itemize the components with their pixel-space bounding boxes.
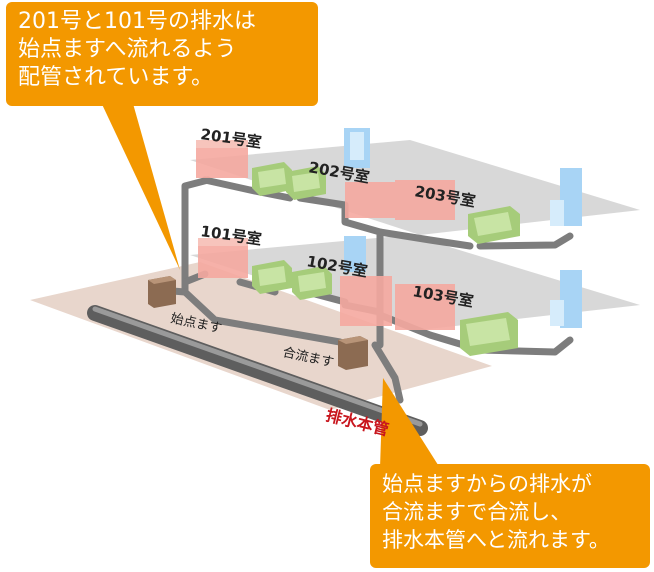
callout-top: 201号と101号の排水は 始点ますへ流れるよう 配管されています。 (6, 2, 318, 106)
toilet-tank-102 (344, 236, 366, 272)
sink-201 (252, 162, 292, 196)
callout-top-line-1: 201号と101号の排水は (18, 9, 256, 34)
floor-slab-lower (190, 235, 640, 330)
callout-bottom: 始点ますからの排水が 合流ますで合流し、 排水本管へと流れます。 (370, 464, 650, 568)
callout-top-line-2: 始点ますへ流れるよう (18, 37, 237, 62)
callout-top-line-3: 配管されています。 (18, 65, 214, 90)
merge-masu-box (338, 336, 368, 370)
bath-101 (198, 238, 248, 278)
toilet-tank-103 (550, 270, 582, 328)
bath-102 (340, 276, 392, 326)
sink-203 (468, 206, 520, 244)
bath-103 (395, 284, 455, 330)
bath-202 (345, 182, 395, 218)
callout-top-pointer (100, 100, 180, 270)
toilet-tank-202 (344, 128, 370, 168)
toilet-tank-203 (550, 168, 582, 226)
ground-plane (30, 262, 492, 410)
main-sewer-pipe (87, 305, 428, 436)
sink-103 (460, 312, 518, 356)
bath-201 (196, 140, 248, 178)
callout-bottom-line-1: 始点ますからの排水が (382, 472, 592, 496)
sink-202 (286, 166, 326, 200)
callout-bottom-pointer (380, 378, 440, 468)
start-masu-box (148, 276, 176, 308)
sink-102 (292, 266, 332, 300)
callout-bottom-line-2: 合流ますで合流し、 (382, 500, 572, 524)
callout-bottom-line-3: 排水本管へと流れます。 (382, 528, 610, 552)
sink-101 (252, 260, 292, 294)
bath-203 (395, 180, 455, 220)
